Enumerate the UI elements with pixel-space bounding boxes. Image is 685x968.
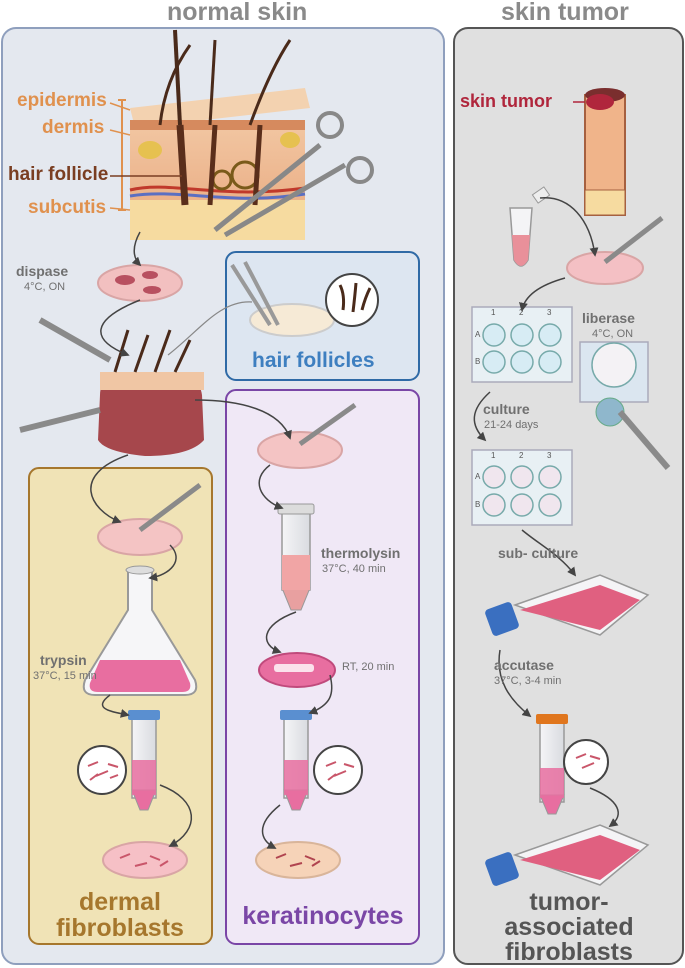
dermal-tube: [128, 710, 160, 811]
subculture-label: sub- culture: [498, 545, 579, 561]
tumor-eppendorf: [509, 186, 551, 267]
taf-label-3: fibroblasts: [505, 938, 633, 966]
liberase-label: liberase: [582, 310, 635, 326]
liberase-conditions: 4°C, ON: [592, 328, 634, 340]
epidermis-label: epidermis: [17, 90, 107, 111]
dermal-box: [28, 467, 213, 945]
plate2-col-3: 3: [547, 451, 552, 460]
well-plate-1: [471, 306, 573, 383]
skin-tumor-header: skin tumor: [501, 0, 629, 26]
dispase-conditions: 4°C, ON: [24, 281, 66, 293]
subcutis-label: subcutis: [28, 197, 107, 218]
plate2-row-a: A: [475, 472, 481, 481]
thermolysin-tube: [277, 503, 315, 611]
skin-tumor-label: skin tumor: [460, 91, 553, 111]
keratinocytes-label: keratinocytes: [242, 902, 404, 930]
culture-conditions: 21-24 days: [484, 419, 539, 431]
flask-illustration: [82, 565, 198, 696]
dermis-label: dermis: [42, 117, 105, 138]
plate2-col-2: 2: [519, 451, 524, 460]
scissors-illustration: [213, 111, 374, 238]
dermal-label-2: fibroblasts: [56, 914, 184, 942]
hair-follicles-label: hair follicles: [252, 349, 375, 372]
tumor-core-illustration: [584, 88, 626, 216]
dermal-label-1: dermal: [79, 888, 161, 916]
plate1-row-a: A: [475, 330, 481, 339]
plate1-col-1: 1: [491, 308, 496, 317]
dispase-label: dispase: [16, 263, 69, 279]
accutase-conditions: 37°C, 3-4 min: [494, 675, 562, 687]
dispase-dish: [97, 264, 183, 302]
culture-label: culture: [483, 401, 530, 417]
thermolysin-conditions: 37°C, 40 min: [322, 563, 386, 575]
plate2-col-1: 1: [491, 451, 496, 460]
thermolysin-label: thermolysin: [321, 545, 401, 561]
taf-label-1: tumor-: [529, 888, 609, 916]
kera-tube: [280, 710, 312, 811]
accutase-tube: [536, 714, 568, 815]
well-plate-2: [471, 449, 573, 526]
skin-chunk-illustration: [19, 317, 204, 456]
accutase-label: accutase: [494, 657, 554, 673]
trypsin-conditions: 37°C, 15 min: [33, 670, 97, 682]
normal-skin-header: normal skin: [167, 0, 308, 26]
plate2-row-b: B: [475, 500, 481, 509]
culture-flask-2: [485, 824, 650, 886]
rt-conditions: RT, 20 min: [342, 661, 395, 673]
plate1-col-2: 2: [519, 308, 524, 317]
trypsin-label: trypsin: [40, 652, 87, 668]
hair-follicle-label: hair follicle: [8, 164, 109, 185]
plate1-col-3: 3: [547, 308, 552, 317]
culture-flask-1: [485, 574, 650, 636]
plate1-row-b: B: [475, 357, 481, 366]
taf-label-2: associated: [504, 913, 634, 941]
